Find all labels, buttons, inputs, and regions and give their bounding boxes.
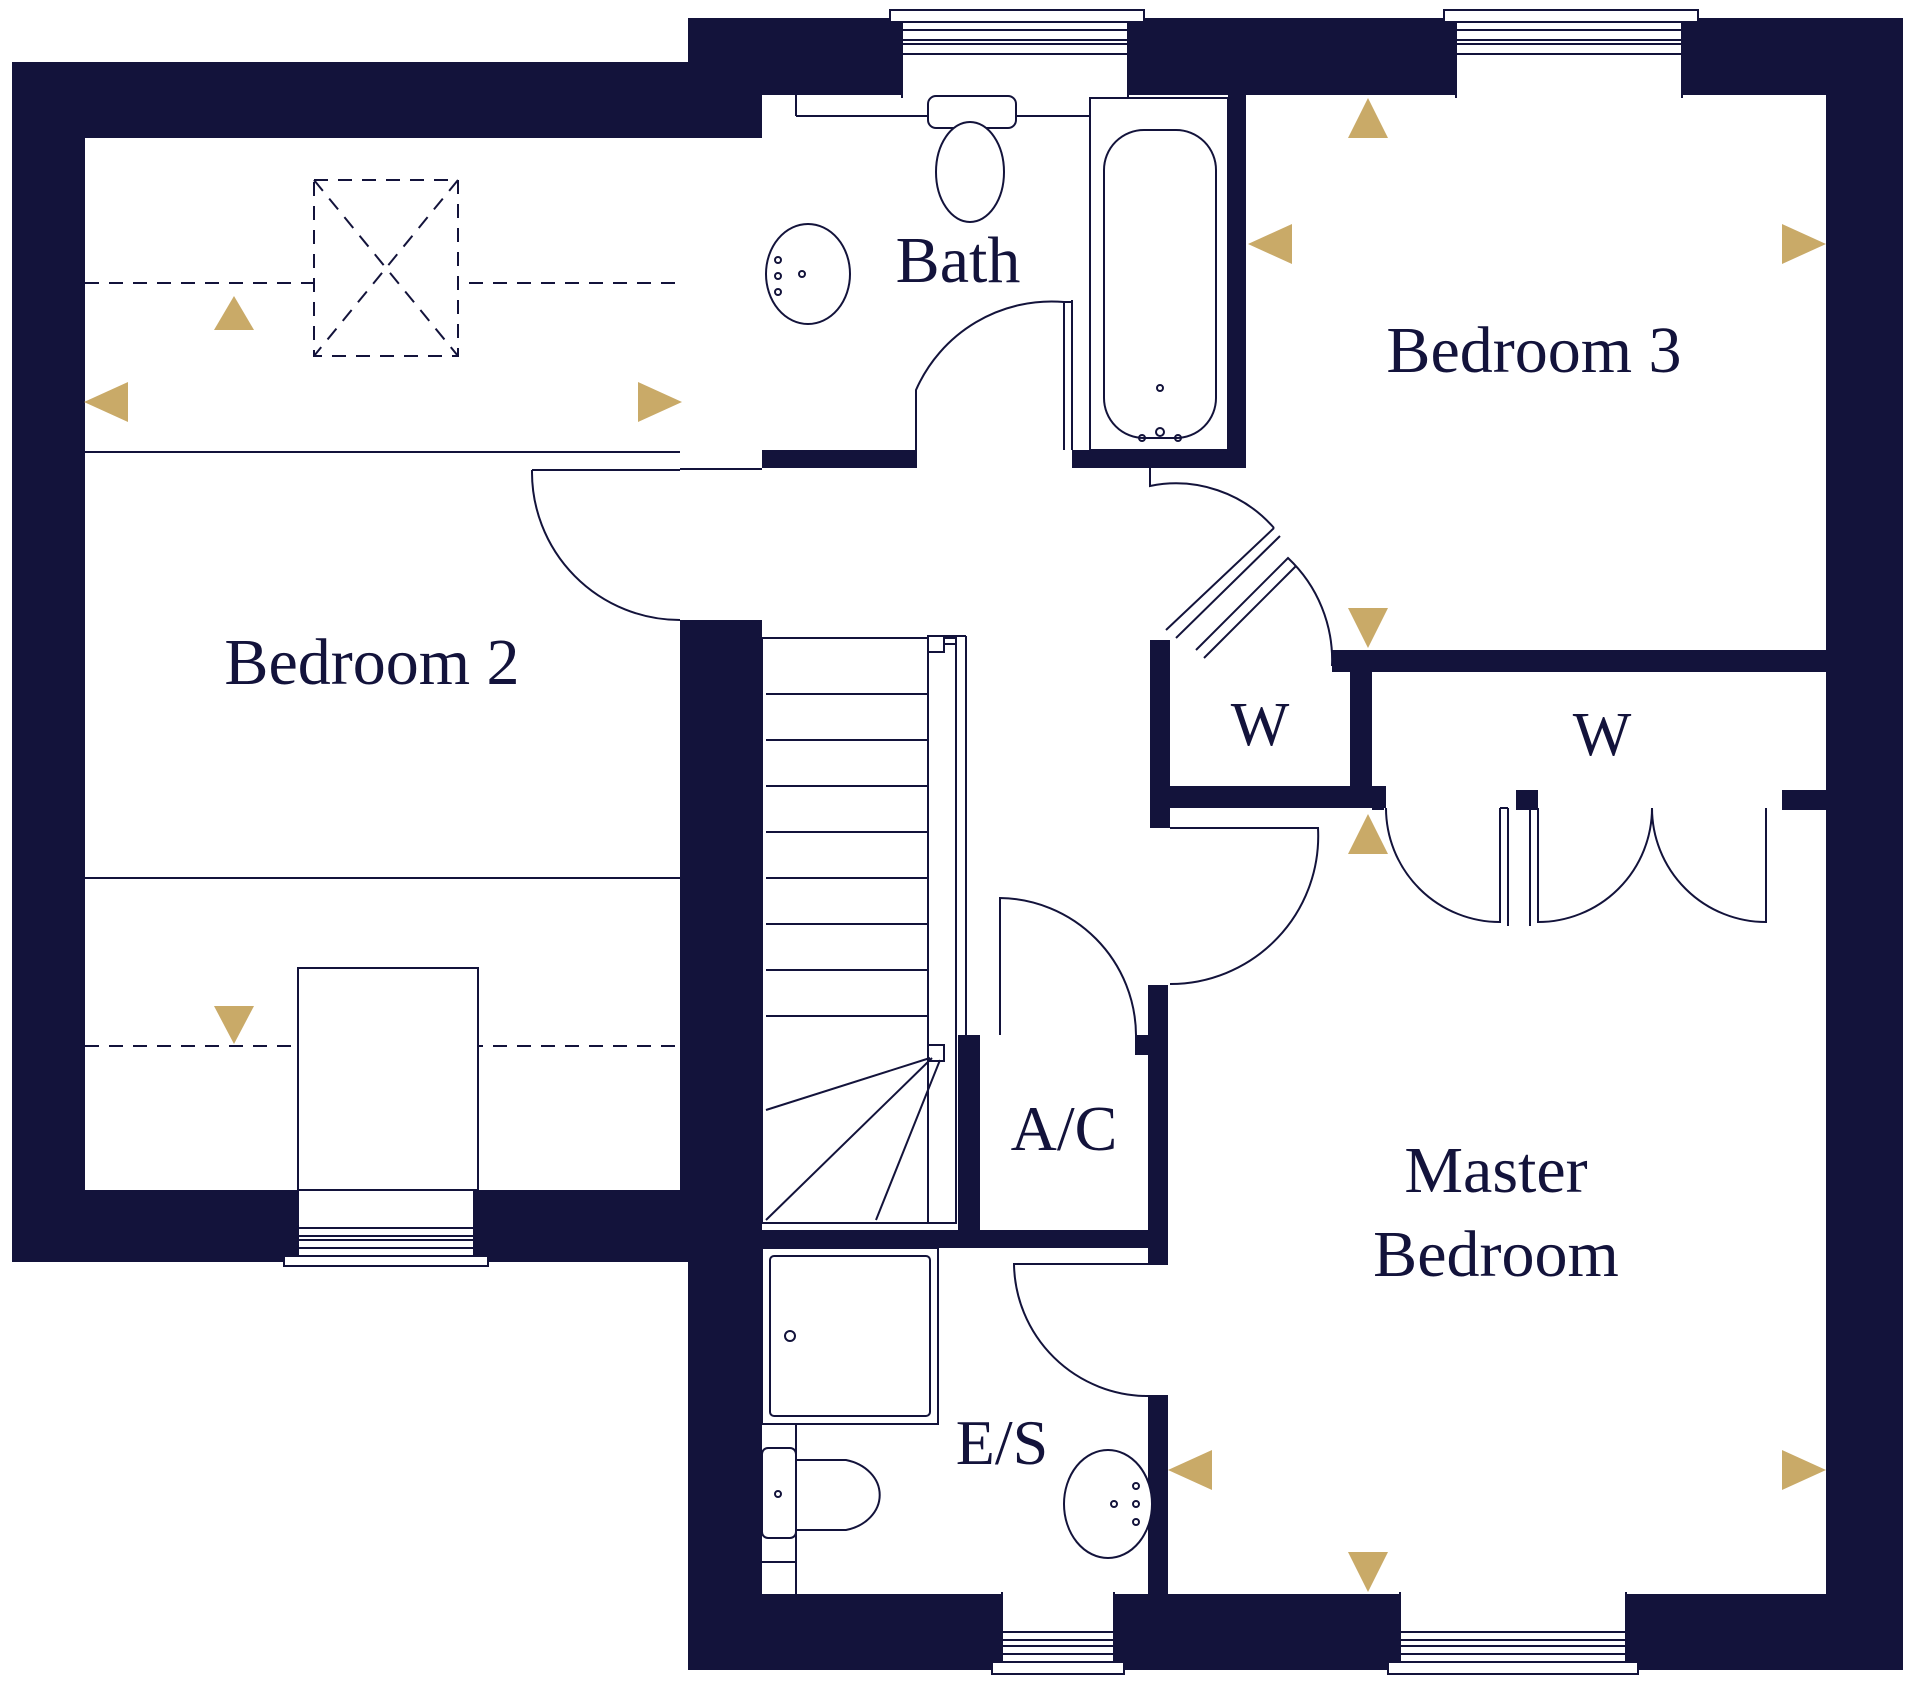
wall-bed2-stairs: [680, 622, 762, 1262]
door-swing-icon: [1012, 1263, 1149, 1397]
wall-bath-bed3: [1228, 95, 1246, 468]
window-master: [1387, 1592, 1639, 1675]
bath-details: [765, 95, 1229, 468]
opening-fill-door: [680, 470, 762, 620]
wall-bath-bottom-left: [762, 450, 916, 468]
window-bedroom3: [1443, 9, 1699, 98]
toilet-icon: [761, 1447, 881, 1539]
window-ensuite: [991, 1592, 1125, 1675]
label-bath: Bath: [896, 224, 1021, 297]
ensuite-details: [761, 1247, 1153, 1594]
staircase-icon: [761, 635, 980, 1231]
wall-bath-bottom-right: [1072, 450, 1246, 468]
wall-ensuite-right: [1148, 1395, 1168, 1595]
basin-icon: [1063, 1449, 1153, 1559]
door-swing-icon: [1169, 827, 1320, 986]
triangle-arrow-icon: [214, 296, 254, 330]
loft-hatch-icon: [313, 179, 459, 357]
triangle-arrow-icon: [1348, 814, 1388, 854]
door-swing-icon: [1651, 807, 1767, 924]
triangle-arrow-icon: [1348, 1552, 1388, 1592]
wall-ac-right: [1148, 985, 1168, 1265]
label-airing-cupboard: A/C: [1011, 1093, 1118, 1164]
internal-walls: [680, 95, 1826, 1595]
door-swing-icon: [530, 469, 681, 621]
wall-wardrobe-left: [1150, 640, 1170, 828]
wall-ac-bottom: [762, 1230, 1168, 1248]
triangle-arrow-icon: [1782, 1450, 1826, 1490]
bedroom2-details: [85, 179, 681, 1191]
room-labels: Bedroom 2 Bath Bedroom 3 W W A/C Master …: [224, 224, 1681, 1478]
wall-wardrobe-stub: [1372, 790, 1384, 810]
label-bedroom3: Bedroom 3: [1386, 314, 1681, 387]
door-swing-icon: [999, 896, 1137, 1036]
door-swing-icon: [1149, 468, 1275, 529]
outer-walls: [12, 18, 1903, 1670]
door-swing-icon: [1385, 807, 1501, 924]
basin-icon: [765, 223, 851, 325]
label-master-line2: Bedroom: [1373, 1218, 1619, 1291]
label-bedroom2: Bedroom 2: [224, 626, 519, 699]
triangle-arrow-icon: [1248, 224, 1292, 264]
bedroom2-wing-walls: [12, 62, 690, 1262]
door-swing-icon: [1195, 556, 1334, 667]
triangle-arrow-icon: [1168, 1450, 1212, 1490]
label-wardrobe-small: W: [1231, 691, 1290, 759]
toilet-icon: [927, 95, 1017, 223]
triangle-arrow-icon: [638, 382, 682, 422]
windows: [283, 9, 1699, 1675]
opening-fill-top: [680, 138, 762, 468]
triangle-arrow-icon: [1348, 98, 1388, 138]
window-bath: [889, 9, 1145, 98]
dimension-markers: [84, 98, 1826, 1592]
landing-doors: [999, 468, 1334, 1397]
wall-wardrobe-divider: [1350, 650, 1372, 808]
wall-ensuite-top-stub: [1148, 1250, 1168, 1265]
window-bedroom2: [283, 1188, 489, 1267]
door-swing-icon: [915, 300, 1065, 468]
triangle-arrow-icon: [214, 1006, 254, 1044]
wall-ac-door-stub: [1135, 1035, 1149, 1055]
label-ensuite: E/S: [956, 1407, 1048, 1478]
triangle-arrow-icon: [1348, 608, 1388, 648]
wall-bed3-bottom: [1332, 650, 1826, 672]
label-master-line1: Master: [1404, 1134, 1587, 1207]
wall-wardrobe-bottom: [1150, 786, 1386, 808]
triangle-arrow-icon: [84, 382, 128, 422]
label-wardrobe-large: W: [1573, 701, 1632, 769]
shower-tray-icon: [761, 1247, 939, 1425]
chimney-breast: [297, 967, 479, 1191]
wall-wardrobe-right-post: [1782, 790, 1826, 810]
wardrobe-doors: [1385, 807, 1767, 926]
door-swing-icon: [1537, 807, 1653, 924]
triangle-arrow-icon: [1782, 224, 1826, 264]
wall-wardrobe-door-post: [1516, 790, 1538, 810]
bathtub-icon: [1071, 97, 1229, 451]
